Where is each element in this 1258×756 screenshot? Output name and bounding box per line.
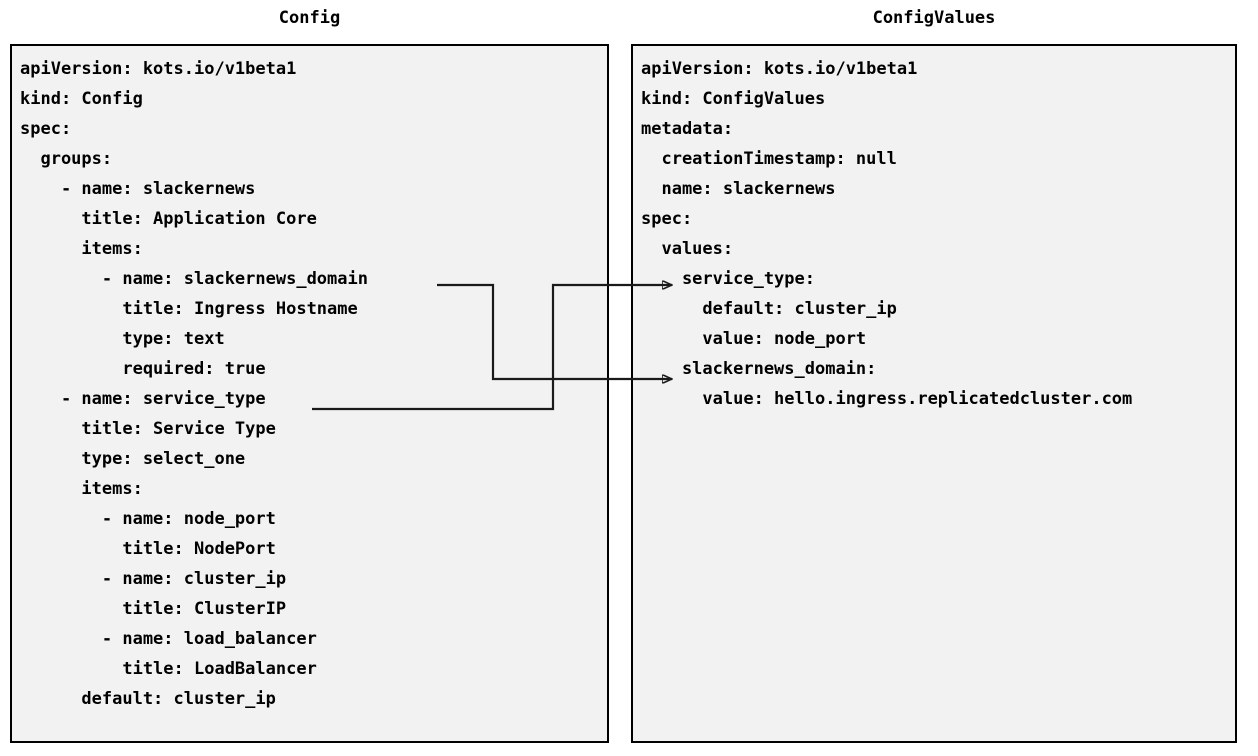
code-box-config: apiVersion: kots.io/v1beta1 kind: Config s… bbox=[10, 44, 609, 743]
code-line: kind: Config bbox=[20, 89, 143, 109]
code-line: values: bbox=[641, 239, 734, 259]
code-line: default: cluster_ip bbox=[641, 299, 897, 319]
code-line: creationTimestamp: null bbox=[641, 149, 897, 169]
code-line: title: Application Core bbox=[20, 209, 317, 229]
code-line: title: ClusterIP bbox=[20, 599, 287, 619]
code-line: value: hello.ingress.replicatedcluster.c… bbox=[641, 389, 1133, 409]
code-line: value: node_port bbox=[641, 329, 867, 349]
code-line: - name: cluster_ip bbox=[20, 569, 287, 589]
code-line: name: slackernews bbox=[641, 179, 836, 199]
code-box-configvalues: apiVersion: kots.io/v1beta1 kind: ConfigV… bbox=[631, 44, 1237, 743]
code-line: items: bbox=[20, 239, 143, 259]
code-line: groups: bbox=[20, 149, 113, 169]
code-line: default: cluster_ip bbox=[20, 689, 276, 709]
code-line: apiVersion: kots.io/v1beta1 bbox=[20, 59, 297, 79]
code-line: required: true bbox=[20, 359, 266, 379]
panel-title-config: Config bbox=[278, 8, 341, 28]
code-line: - name: slackernews_domain bbox=[20, 269, 368, 289]
code-line: - name: service_type bbox=[20, 389, 266, 409]
code-line: - name: slackernews bbox=[20, 179, 256, 199]
code-lines-config: apiVersion: kots.io/v1beta1 kind: Config s… bbox=[12, 46, 607, 714]
code-line: title: Service Type bbox=[20, 419, 276, 439]
code-line: title: Ingress Hostname bbox=[20, 299, 358, 319]
code-line: - name: load_balancer bbox=[20, 629, 317, 649]
code-line: metadata: bbox=[641, 119, 734, 139]
code-lines-configvalues: apiVersion: kots.io/v1beta1 kind: ConfigV… bbox=[633, 46, 1235, 414]
code-line: apiVersion: kots.io/v1beta1 bbox=[641, 59, 918, 79]
code-line: kind: ConfigValues bbox=[641, 89, 826, 109]
code-line: title: NodePort bbox=[20, 539, 276, 559]
code-line: slackernews_domain: bbox=[641, 359, 877, 379]
code-line: items: bbox=[20, 479, 143, 499]
code-line: - name: node_port bbox=[20, 509, 276, 529]
code-line: title: LoadBalancer bbox=[20, 659, 317, 679]
code-line: spec: bbox=[20, 119, 72, 139]
panel-title-configvalues: ConfigValues bbox=[872, 8, 996, 28]
code-line: type: select_one bbox=[20, 449, 246, 469]
code-line: spec: bbox=[641, 209, 693, 229]
code-line: service_type: bbox=[641, 269, 815, 289]
code-line: type: text bbox=[20, 329, 225, 349]
